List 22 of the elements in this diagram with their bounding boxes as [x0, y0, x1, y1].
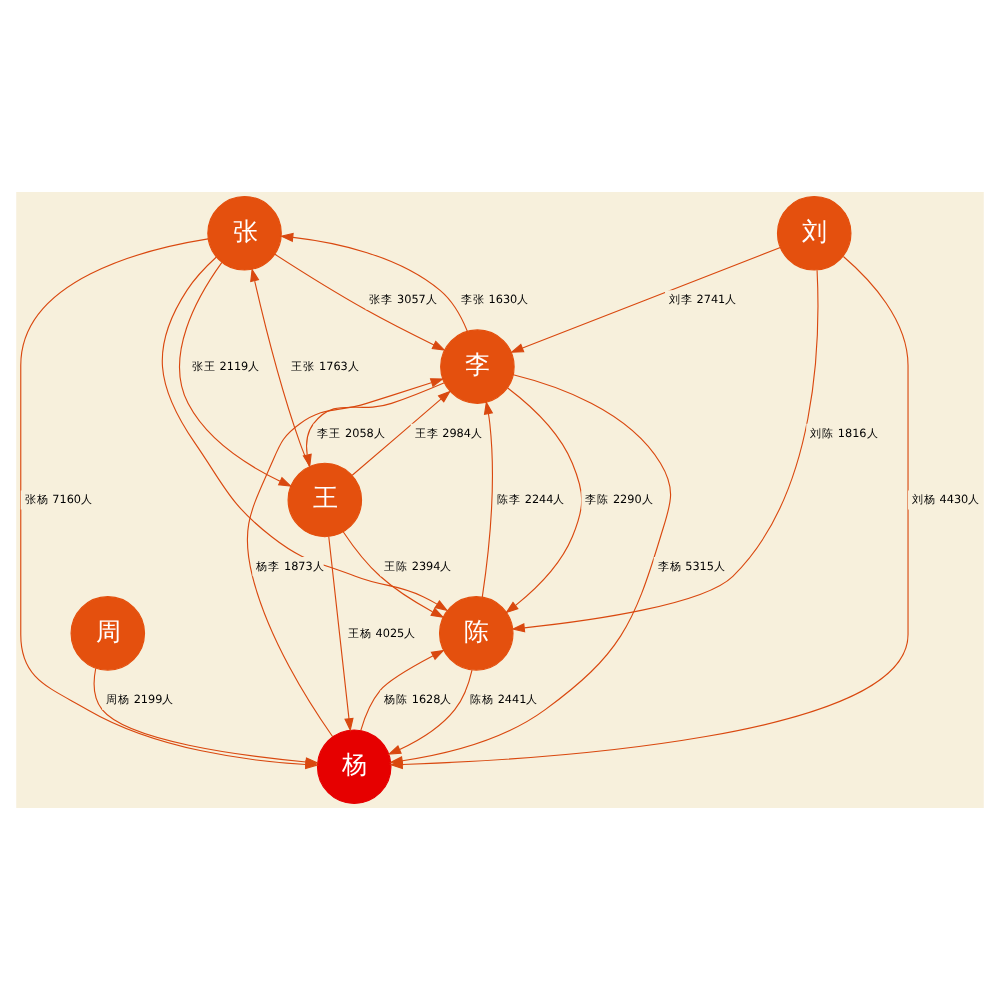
arrow	[360, 648, 445, 731]
arrow	[505, 386, 583, 613]
arrow	[274, 252, 446, 350]
node-circle: 张	[207, 194, 282, 270]
node-circle: 周	[70, 595, 146, 670]
arrow	[387, 668, 473, 754]
arrow	[178, 260, 293, 486]
arrow	[342, 530, 445, 617]
node-circle: 刘	[776, 194, 852, 270]
arrow	[351, 389, 452, 475]
arrow	[93, 666, 320, 766]
arrow	[246, 377, 445, 737]
node-circle: 杨	[316, 728, 392, 804]
arrow	[161, 255, 449, 611]
arrow	[279, 231, 468, 331]
arrow	[511, 268, 819, 632]
node-circle: 陈	[438, 595, 514, 670]
arrow	[328, 535, 354, 731]
node-circle: 李	[440, 328, 515, 403]
arrow	[510, 246, 781, 352]
node-circle: 王	[287, 461, 363, 537]
arrow	[481, 399, 494, 597]
